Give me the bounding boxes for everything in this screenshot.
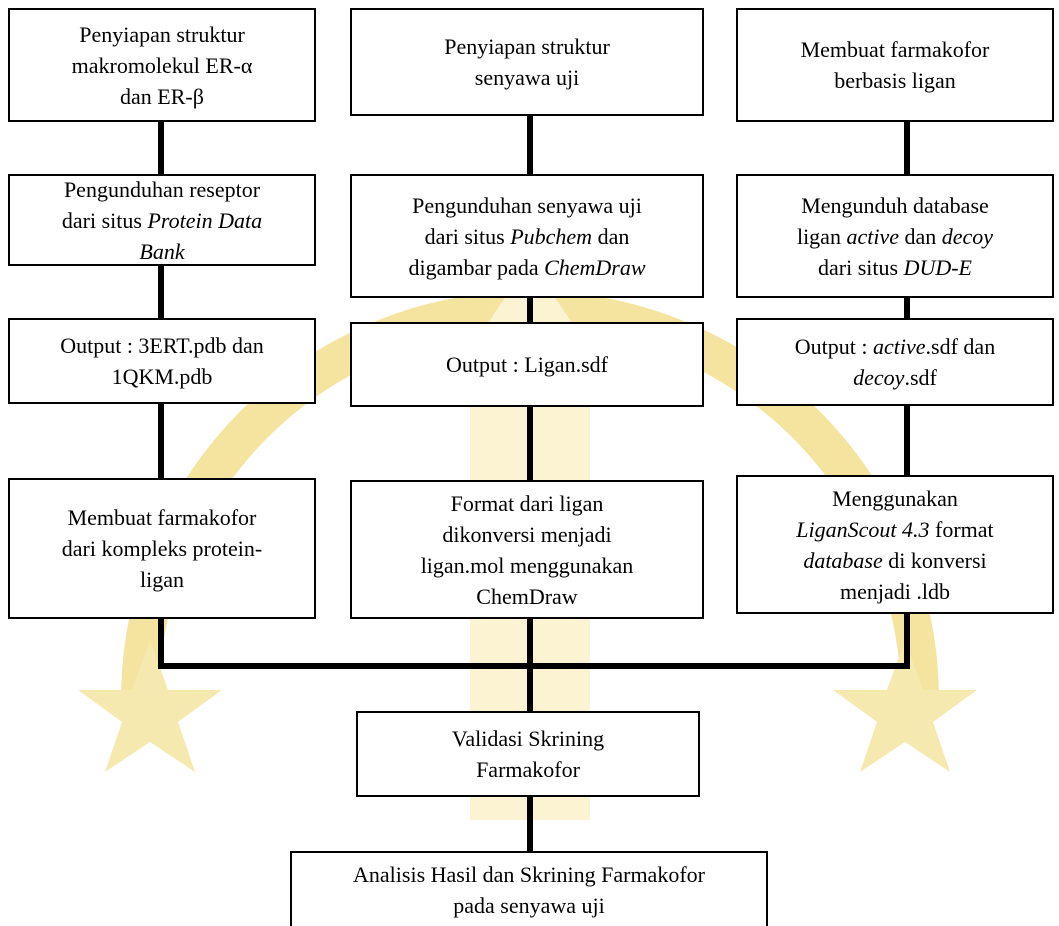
step-label: Pengunduhan senyawa uji dari situs Pubche…	[408, 190, 645, 283]
label-line: Penyiapan struktur	[444, 34, 610, 59]
label-line: senyawa uji	[474, 65, 580, 90]
label-line: menjadi .ldb	[840, 578, 950, 604]
label-line: Mengunduh database	[801, 192, 989, 218]
label-line: Output : Ligan.sdf	[446, 352, 608, 377]
step-label: Penyiapan struktur senyawa uji	[444, 31, 610, 93]
label-line: dikonversi menjadi	[442, 521, 612, 547]
connector	[158, 617, 164, 669]
step-label: Pengunduhan reseptor dari situs Protein D…	[62, 174, 262, 267]
label-line: Pengunduhan senyawa uji	[412, 192, 642, 218]
label-line: Farmakofor	[476, 757, 580, 782]
label-line: Bank	[139, 238, 185, 264]
connector	[527, 405, 533, 482]
label-line: decoy.sdf	[853, 365, 937, 390]
label-line: makromolekul ER-α	[71, 52, 253, 78]
merge-line	[158, 663, 910, 669]
label-line: dari kompleks protein-	[61, 536, 263, 561]
label-line: ligan	[140, 567, 184, 592]
step-convert-ligand-format: Format dari ligan dikonversi menjadi ligan…	[350, 480, 704, 619]
label-line: Output : active.sdf dan	[794, 334, 996, 359]
label-line: Format dari ligan	[450, 490, 604, 516]
step-complex-pharmacophore: Membuat farmakofor dari kompleks protein-…	[8, 478, 316, 619]
label-line: Membuat farmakofor	[800, 37, 990, 62]
label-line: digambar pada ChemDraw	[408, 254, 646, 280]
label-line: ligan.mol menggunakan	[420, 552, 634, 578]
label-line: Membuat farmakofor	[67, 505, 257, 530]
label-line: dari situs DUD-E	[818, 254, 972, 280]
connector	[158, 402, 164, 480]
label-line: berbasis ligan	[834, 68, 956, 93]
label-line: Menggunakan	[832, 485, 958, 511]
step-label: Output : 3ERT.pdb dan 1QKM.pdb	[60, 330, 264, 392]
label-line: pada senyawa uji	[453, 892, 605, 918]
step-label: Format dari ligan dikonversi menjadi ligan…	[421, 488, 634, 612]
step-download-ligand-database: Mengunduh database ligan active dan decoy…	[736, 174, 1054, 298]
step-label: Penyiapan struktur makromolekul ER-α dan E…	[72, 19, 253, 112]
label-line: 1QKM.pdb	[111, 364, 213, 389]
step-download-receptor: Pengunduhan reseptor dari situs Protein D…	[8, 174, 316, 266]
step-label: Analisis Hasil dan Skrining Farmakofor pa…	[353, 859, 705, 921]
label-line: dan ER-β	[120, 83, 204, 109]
label-line: ChemDraw	[476, 583, 578, 609]
connector	[904, 296, 910, 320]
step-label: Output : Ligan.sdf	[446, 349, 608, 380]
label-line: Pengunduhan reseptor	[63, 176, 261, 202]
step-ligand-based-pharmacophore: Membuat farmakofor berbasis ligan	[736, 8, 1054, 122]
step-output-ligand: Output : Ligan.sdf	[350, 322, 704, 407]
step-label: Membuat farmakofor dari kompleks protein-…	[62, 502, 262, 595]
step-label: Mengunduh database ligan active dan decoy…	[797, 190, 993, 283]
label-line: Validasi Skrining	[451, 726, 605, 751]
label-line: dari situs Pubchem dan	[424, 223, 630, 249]
label-line: LiganScout 4.3 format	[796, 516, 994, 542]
label-line: Penyiapan struktur	[79, 21, 245, 47]
step-download-test-compound: Pengunduhan senyawa uji dari situs Pubche…	[350, 174, 704, 298]
label-line: dari situs Protein Data	[61, 207, 263, 233]
label-line: ligan active dan decoy	[796, 223, 994, 249]
connector	[527, 795, 533, 853]
step-output-active-decoy: Output : active.sdf dan decoy.sdf	[736, 318, 1054, 406]
connector	[527, 296, 533, 324]
connector	[904, 120, 910, 176]
connector	[904, 612, 910, 667]
connector	[527, 114, 533, 176]
step-label: Output : active.sdf dan decoy.sdf	[795, 331, 995, 393]
step-output-receptor: Output : 3ERT.pdb dan 1QKM.pdb	[8, 318, 316, 404]
label-line: Output : 3ERT.pdb dan	[60, 333, 264, 358]
connector	[158, 264, 164, 320]
step-prepare-macromolecule: Penyiapan struktur makromolekul ER-α dan E…	[8, 8, 316, 122]
step-analysis: Analisis Hasil dan Skrining Farmakofor pa…	[290, 851, 768, 926]
label-line: database di konversi	[803, 547, 987, 573]
connector	[904, 404, 910, 477]
connector	[158, 120, 164, 176]
step-label: Membuat farmakofor berbasis ligan	[801, 34, 990, 96]
label-line: Analisis Hasil dan Skrining Farmakofor	[353, 861, 705, 887]
step-prepare-test-compound: Penyiapan struktur senyawa uji	[350, 8, 704, 116]
